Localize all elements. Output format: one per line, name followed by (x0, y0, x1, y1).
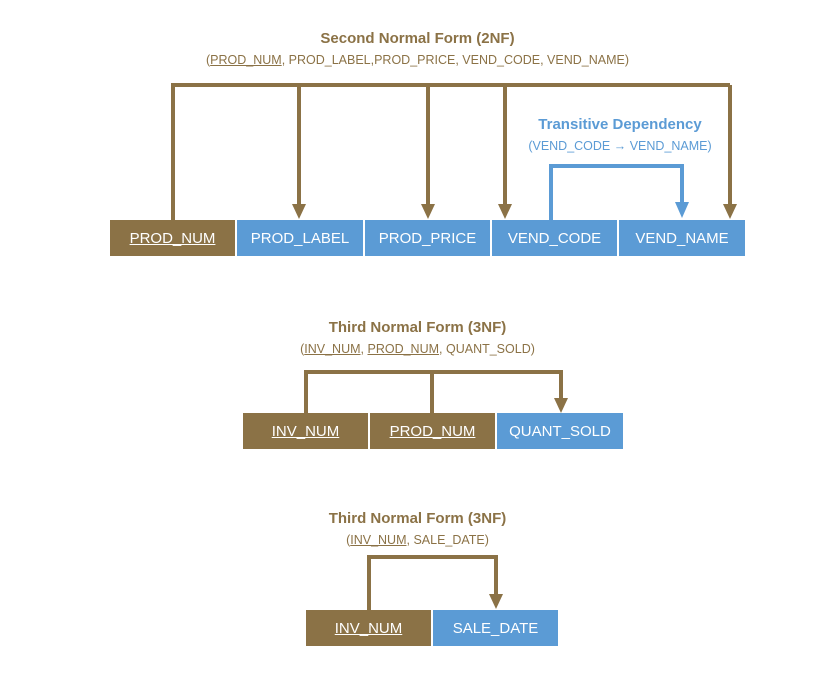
3nf-2-title: Third Normal Form (3NF) (328, 510, 507, 527)
subtitle-part: , QUANT_SOLD) (439, 342, 535, 356)
2nf-title: Second Normal Form (2NF) (320, 30, 515, 47)
subtitle-key-part: INV_NUM (304, 342, 361, 356)
3nf-2-subtitle: (INV_NUM, SALE_DATE) (0, 533, 835, 547)
transitive-dependency-subtitle: (VEND_CODE → VEND_NAME) (528, 139, 712, 153)
3nf-1-subtitle: (INV_NUM, PROD_NUM, QUANT_SOLD) (0, 342, 835, 356)
2nf-subtitle: (PROD_NUM, PROD_LABEL,PROD_PRICE, VEND_C… (0, 53, 835, 67)
3nf-2-dependency-arrows (367, 555, 503, 611)
subtitle-part: ( (300, 342, 305, 356)
subtitle-key-part: INV_NUM (350, 533, 407, 547)
subtitle-part: ( (346, 533, 351, 547)
subtitle-key-part: PROD_NUM (210, 53, 282, 67)
3nf-1-prod-num-box: PROD_NUM (370, 413, 495, 449)
3nf-1-title: Third Normal Form (3NF) (328, 319, 507, 336)
transitive-dependency-arrow (549, 164, 689, 222)
2nf-prod-price-box: PROD_PRICE (365, 220, 490, 256)
2nf-vend-name-box: VEND_NAME (619, 220, 745, 256)
2nf-vend-code-box: VEND_CODE (492, 220, 617, 256)
3nf-2-inv-num-box: INV_NUM (306, 610, 431, 646)
3nf-2-sale-date-box: SALE_DATE (433, 610, 558, 646)
2nf-prod-num-box: PROD_NUM (110, 220, 235, 256)
subtitle-key-part: PROD_NUM (367, 342, 440, 356)
subtitle-part: , SALE_DATE) (406, 533, 489, 547)
3nf-1-quant-sold-box: QUANT_SOLD (497, 413, 623, 449)
3nf-1-dependency-arrows (304, 370, 568, 414)
subtitle-part: , PROD_LABEL,PROD_PRICE, VEND_CODE, VEND… (281, 53, 630, 67)
2nf-dependency-arrows (171, 83, 737, 222)
subtitle-part: ( (205, 53, 211, 67)
2nf-prod-label-box: PROD_LABEL (237, 220, 363, 256)
3nf-1-inv-num-box: INV_NUM (243, 413, 368, 449)
transitive-dependency-title: Transitive Dependency (538, 116, 702, 133)
subtitle-part: , (360, 342, 368, 356)
